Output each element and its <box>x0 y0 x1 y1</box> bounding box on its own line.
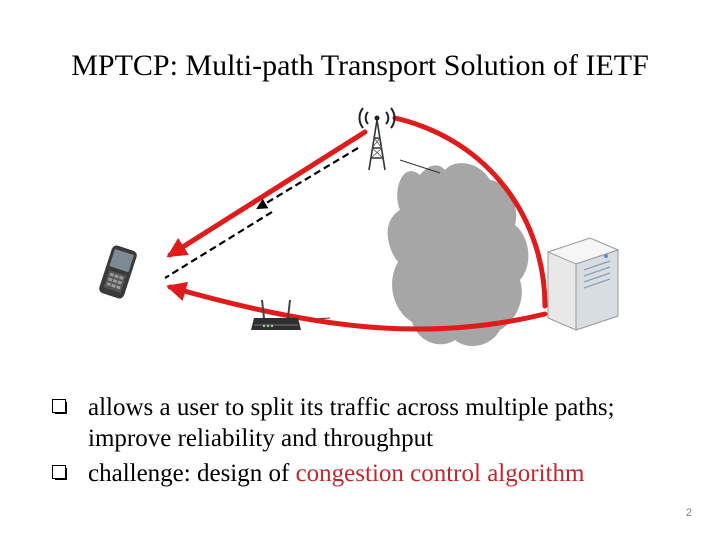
router-icon <box>251 299 301 330</box>
dashed-paths <box>164 147 359 279</box>
red-path-tower-to-phone <box>166 129 368 258</box>
dashed-path-upper <box>256 147 359 210</box>
red-paths <box>166 115 548 332</box>
page-number: 2 <box>685 507 692 519</box>
red-path-server-to-tower <box>392 115 548 309</box>
bullet-item: allows a user to split its traffic acros… <box>52 392 702 454</box>
red-path-server-to-phone <box>166 281 548 332</box>
cloud-icon <box>387 163 529 347</box>
bullet-item: challenge: design of congestion control … <box>52 458 702 489</box>
bullet-text: allows a user to split its traffic acros… <box>88 394 615 452</box>
slide-title: MPTCP: Multi-path Transport Solution of … <box>71 49 649 82</box>
cell-tower-icon <box>358 107 396 171</box>
highlighted-text: congestion control algorithm <box>295 460 585 487</box>
phone-icon <box>99 245 137 299</box>
bullet-box-icon <box>52 399 67 414</box>
dashed-path-lower <box>164 211 273 279</box>
bullet-box-icon <box>52 465 67 480</box>
server-icon <box>546 237 620 331</box>
bullet-text: challenge: design of <box>88 460 296 487</box>
bullet-list: allows a user to split its traffic acros… <box>52 392 702 493</box>
